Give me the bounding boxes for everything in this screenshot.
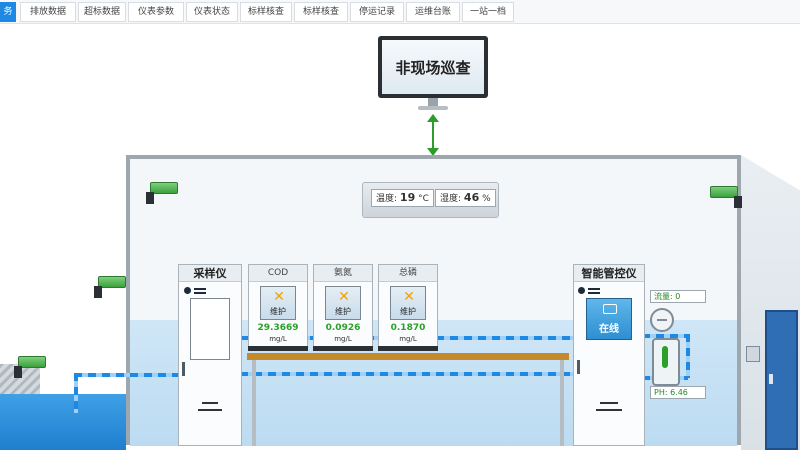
controller-vent (596, 409, 622, 411)
sampler-handle (182, 362, 185, 376)
tab-standard-check-2[interactable]: 标样核查 (294, 2, 348, 22)
camera-icon[interactable] (14, 356, 48, 378)
flow-pipe (642, 334, 688, 338)
camera-mount (146, 192, 154, 204)
camera-icon[interactable] (94, 276, 128, 298)
monitor-icon (603, 304, 617, 314)
flow-pipe-down (686, 334, 690, 378)
ph-probe-icon (662, 346, 668, 368)
sampler-vent (202, 402, 218, 404)
tab-maintenance-ledger[interactable]: 运维台账 (406, 2, 460, 22)
camera-icon[interactable] (708, 186, 742, 208)
sampler-indicator-line (194, 292, 206, 294)
camera-icon[interactable] (146, 182, 180, 204)
camera-mount (734, 196, 742, 208)
flow-readout: 流量: 0 (650, 290, 706, 303)
cod-unit: mg/L (269, 335, 287, 343)
wrench-icon: ✕ (273, 289, 285, 305)
phosphorus-unit: mg/L (399, 335, 417, 343)
tab-tasks[interactable]: 务 (0, 2, 16, 22)
wrench-icon: ✕ (338, 289, 350, 305)
camera-mount (94, 286, 102, 298)
temperature-label: 温度: (376, 194, 398, 204)
ammonia-status-panel: ✕ 维护 (325, 286, 361, 320)
remote-inspection-monitor[interactable]: 非现场巡查 (378, 36, 488, 98)
return-pipe (240, 372, 573, 376)
cod-analyzer[interactable]: COD (248, 264, 308, 348)
temperature-readout: 温度: 19 °C (371, 189, 434, 207)
ammonia-value: 0.0926 (325, 323, 361, 333)
phosphorus-status-panel: ✕ 维护 (390, 286, 426, 320)
bench-leg (560, 360, 564, 446)
tab-bar: 务 排放数据 超标数据 仪表参数 仪表状态 标样核查 标样核查 停运记录 运维台… (0, 0, 800, 24)
cod-title: COD (249, 265, 307, 282)
cod-value: 29.3669 (257, 323, 299, 333)
cod-base (248, 346, 308, 351)
air-conditioner: 温度: 19 °C 湿度: 46 % (362, 182, 499, 218)
sampler-window (190, 298, 230, 360)
humidity-unit: % (482, 194, 491, 204)
tab-emission-data[interactable]: 排放数据 (20, 2, 76, 22)
tab-instrument-status[interactable]: 仪表状态 (186, 2, 238, 22)
ammonia-base (313, 346, 373, 351)
controller-power-indicator (578, 287, 585, 294)
tab-station-archive[interactable]: 一站一档 (462, 2, 514, 22)
camera-body (150, 182, 178, 194)
tab-exceed-data[interactable]: 超标数据 (78, 2, 126, 22)
water-pool (0, 394, 126, 450)
controller-indicator-line (588, 288, 600, 290)
camera-body (98, 276, 126, 288)
monitor-title: 非现场巡查 (382, 40, 484, 94)
door-handle (769, 374, 773, 384)
tab-instrument-params[interactable]: 仪表参数 (128, 2, 184, 22)
phosphorus-value: 0.1870 (390, 323, 426, 333)
ammonia-status: 维护 (335, 307, 351, 316)
tab-shutdown-records[interactable]: 停运记录 (350, 2, 404, 22)
controller-indicator-line (588, 292, 600, 294)
sampler-power-indicator (184, 287, 191, 294)
instrument-bench (247, 353, 569, 360)
tab-standard-check-1[interactable]: 标样核查 (240, 2, 292, 22)
link-arrow-icon (427, 114, 439, 156)
controller-handle (577, 360, 580, 374)
intake-pipe (74, 373, 78, 413)
ph-readout: PH: 6.46 (650, 386, 706, 399)
camera-mount (14, 366, 22, 378)
wrench-icon: ✕ (403, 289, 415, 305)
humidity-label: 湿度: (440, 194, 462, 204)
controller-vent (600, 402, 618, 404)
ammonia-unit: mg/L (334, 335, 352, 343)
controller-status: 在线 (599, 324, 619, 335)
controller-status-panel: 在线 (586, 298, 632, 340)
sampler-indicator-line (194, 288, 206, 290)
phosphorus-title: 总磷 (379, 265, 437, 282)
temperature-unit: °C (418, 194, 429, 204)
controller-title: 智能管控仪 (574, 265, 644, 282)
temperature-value: 19 (399, 191, 416, 204)
ammonia-title: 氨氮 (314, 265, 372, 282)
camera-body (18, 356, 46, 368)
monitoring-station-scene: 非现场巡查 温度: 19 °C 湿度: 46 % (0, 24, 800, 450)
flowmeter-gauge-icon (650, 308, 674, 332)
phosphorus-status: 维护 (400, 307, 416, 316)
humidity-readout: 湿度: 46 % (435, 189, 496, 207)
sampler-title: 采样仪 (179, 265, 241, 282)
monitor-base (418, 106, 448, 110)
sampling-pipe (74, 373, 180, 377)
cod-status-panel: ✕ 维护 (260, 286, 296, 320)
sampler-vent (198, 409, 222, 411)
phosphorus-base (378, 346, 438, 351)
humidity-value: 46 (463, 191, 480, 204)
smart-controller-cabinet[interactable]: 智能管控仪 (573, 264, 645, 446)
cod-status: 维护 (270, 307, 286, 316)
monitor-neck (428, 98, 438, 106)
bench-leg (252, 360, 256, 446)
wall-switch-panel (746, 346, 760, 362)
